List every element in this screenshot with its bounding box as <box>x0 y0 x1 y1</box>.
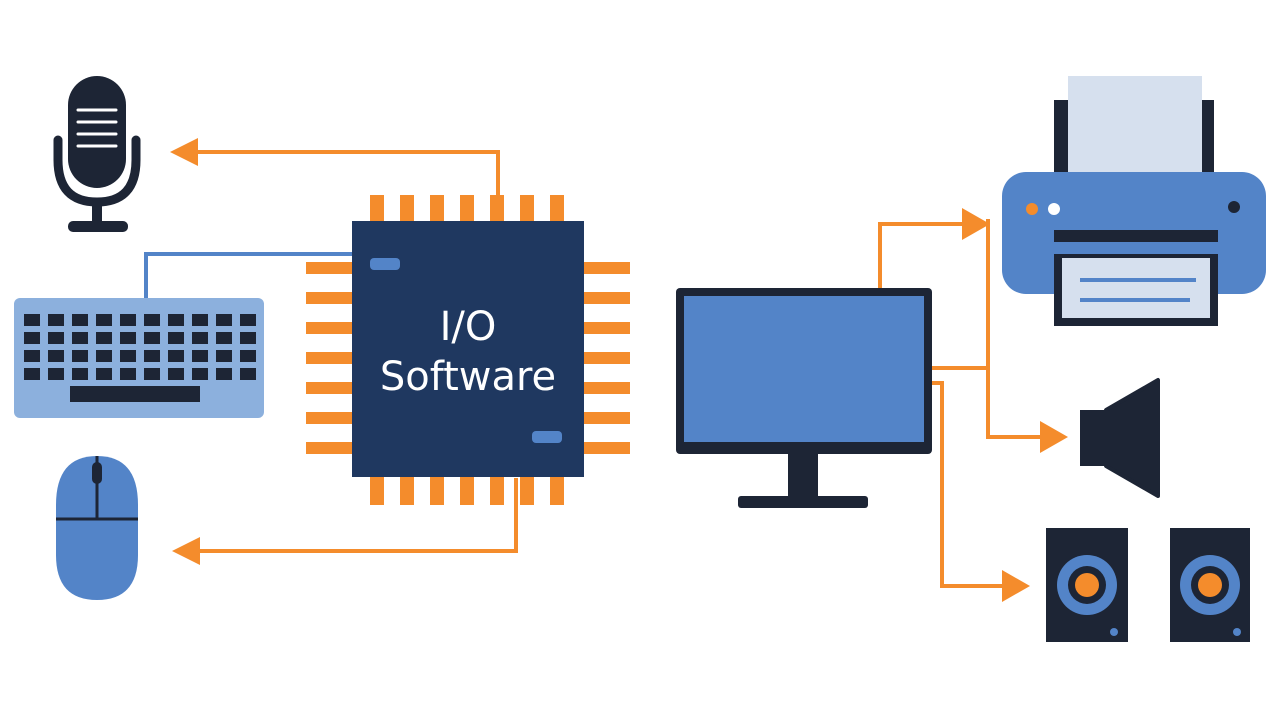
keyboard-key <box>24 368 40 380</box>
chip-pin-top <box>430 195 444 221</box>
arrowhead-printer <box>962 208 990 240</box>
keyboard-key <box>120 314 136 326</box>
arrow-monitor-to-speaker <box>930 219 1040 439</box>
keyboard-key <box>72 332 88 344</box>
arrow-chip-to-mouse <box>198 478 518 553</box>
chip-pin-bottom <box>550 477 564 505</box>
keyboard-key <box>216 368 232 380</box>
chip-pin-bottom <box>430 477 444 505</box>
chip-pin-left <box>306 322 352 334</box>
keyboard-key <box>168 350 184 362</box>
chip-pin-top <box>460 195 474 221</box>
keyboard-key <box>48 368 64 380</box>
chip-pin-right <box>584 382 630 394</box>
microphone-icon <box>53 76 141 232</box>
keyboard-key <box>144 314 160 326</box>
keyboard-key <box>216 314 232 326</box>
chip-pin-left <box>306 382 352 394</box>
chip-pin-top <box>370 195 384 221</box>
chip-pin-left <box>306 412 352 424</box>
keyboard-key <box>240 332 256 344</box>
keyboard-key <box>48 350 64 362</box>
keyboard-key <box>168 368 184 380</box>
chip-pin-right <box>584 292 630 304</box>
keyboard-key <box>192 314 208 326</box>
keyboard-key <box>144 332 160 344</box>
keyboard-key <box>120 368 136 380</box>
printer-icon <box>1002 76 1266 326</box>
keyboard-key <box>96 350 112 362</box>
arrowhead-mouse <box>172 537 200 565</box>
arrowhead-speaker <box>1040 421 1068 453</box>
chip-pin-left <box>306 262 352 274</box>
wire-keyboard-to-chip <box>144 252 352 298</box>
stereo-speakers-icon <box>1046 528 1250 642</box>
chip-pin-top <box>400 195 414 221</box>
keyboard-key <box>168 332 184 344</box>
keyboard-key <box>144 368 160 380</box>
keyboard-key <box>96 332 112 344</box>
arrowhead-microphone <box>170 138 198 166</box>
keyboard-key <box>144 350 160 362</box>
chip: I/O Software <box>306 195 630 505</box>
arrow-monitor-to-stereo <box>930 381 1002 588</box>
chip-pin-left <box>306 292 352 304</box>
chip-pin-right <box>584 412 630 424</box>
keyboard-key <box>192 350 208 362</box>
chip-pin-bottom <box>520 477 534 505</box>
keyboard-key <box>120 350 136 362</box>
keyboard-key <box>240 350 256 362</box>
keyboard-key <box>240 368 256 380</box>
chip-pin-left <box>306 442 352 454</box>
keyboard-key <box>192 332 208 344</box>
keyboard-key <box>48 314 64 326</box>
chip-indicator-bottom <box>532 431 562 443</box>
chip-pin-bottom <box>370 477 384 505</box>
speaker-right <box>1170 528 1250 642</box>
keyboard-key <box>48 332 64 344</box>
chip-pin-top <box>490 195 504 221</box>
keyboard-key <box>192 368 208 380</box>
chip-pin-bottom <box>400 477 414 505</box>
chip-pin-right <box>584 262 630 274</box>
keyboard-key <box>96 314 112 326</box>
keyboard-key <box>240 314 256 326</box>
keyboard-icon <box>14 298 264 418</box>
keyboard-key <box>24 350 40 362</box>
chip-pin-left <box>306 352 352 364</box>
chip-pin-top <box>550 195 564 221</box>
keyboard-key <box>24 314 40 326</box>
arrowhead-stereo <box>1002 570 1030 602</box>
keyboard-key <box>24 332 40 344</box>
arrow-monitor-to-printer <box>878 222 962 290</box>
chip-pin-right <box>584 352 630 364</box>
keyboard-key <box>216 350 232 362</box>
keyboard-key <box>72 314 88 326</box>
chip-label-line2: Software <box>380 354 556 400</box>
mouse-icon <box>56 456 138 600</box>
chip-label-line1: I/O <box>440 304 497 350</box>
chip-pin-bottom <box>460 477 474 505</box>
chip-pin-bottom <box>490 477 504 505</box>
chip-indicator-top <box>370 258 400 270</box>
connectors <box>144 138 1068 602</box>
keyboard-key <box>72 368 88 380</box>
keyboard-key <box>216 332 232 344</box>
chip-pin-top <box>520 195 534 221</box>
speaker-icon <box>1080 378 1160 498</box>
keyboard-key <box>120 332 136 344</box>
chip-pin-right <box>584 322 630 334</box>
keyboard-key <box>96 368 112 380</box>
keyboard-key <box>72 350 88 362</box>
keyboard-key <box>168 314 184 326</box>
chip-pin-right <box>584 442 630 454</box>
monitor-icon <box>676 288 932 508</box>
arrow-chip-to-microphone <box>195 150 500 195</box>
speaker-left <box>1046 528 1128 642</box>
